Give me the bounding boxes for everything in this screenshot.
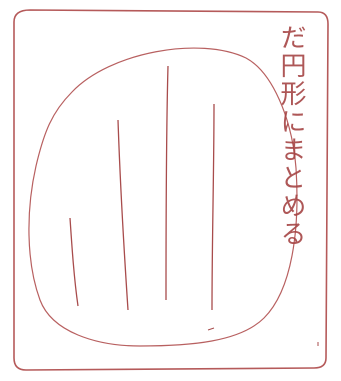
vertical-caption: だ円形にまとめる [276, 24, 306, 248]
vertical-stroke-2 [117, 119, 129, 311]
stray-mark [207, 327, 215, 331]
vertical-stroke-3 [165, 65, 169, 301]
oval-outline [28, 47, 298, 347]
card-frame [13, 9, 329, 371]
vertical-stroke-1 [69, 217, 79, 307]
vertical-stroke-4 [211, 103, 215, 311]
